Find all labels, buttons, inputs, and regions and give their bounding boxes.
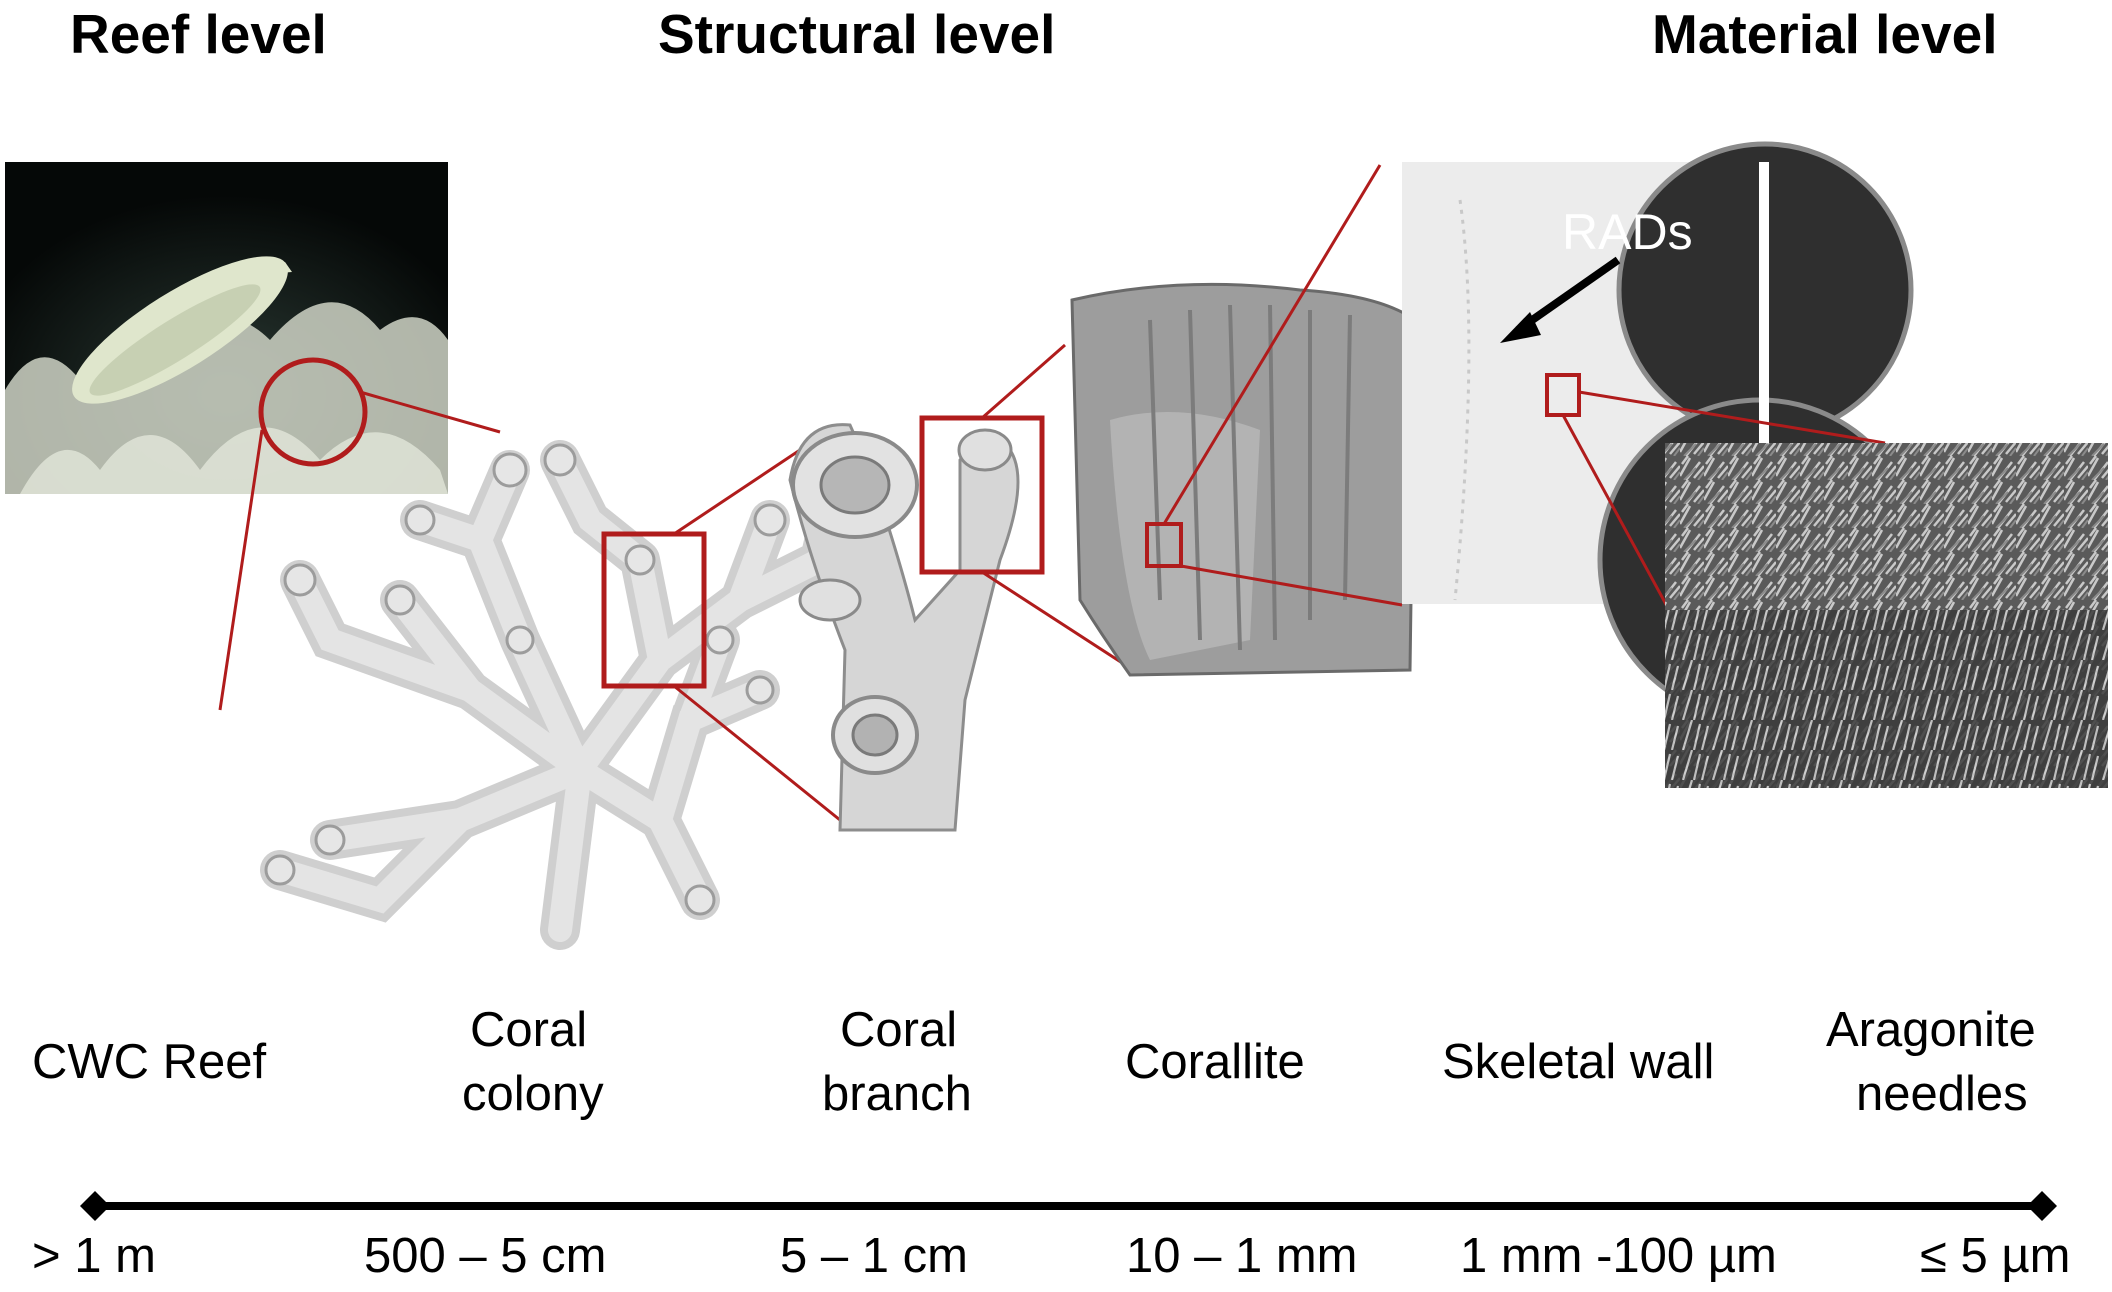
coral-colony-render: [260, 440, 860, 950]
label-aragonite-needles-line2: needles: [1856, 1067, 2028, 1121]
reef-level-heading: Reef level: [70, 3, 327, 65]
scale-branch: 5 – 1 cm: [780, 1229, 968, 1283]
scale-corallite: 10 – 1 mm: [1126, 1229, 1358, 1283]
rads-label: RADs: [1562, 204, 1693, 260]
label-corallite: Corallite: [1125, 1035, 1305, 1089]
reef-photo: [5, 162, 448, 494]
label-cwc-reef: CWC Reef: [32, 1035, 267, 1089]
colony-highlight-box: [601, 531, 707, 689]
reef-highlight-circle: [258, 357, 368, 467]
axis-left-end: [80, 1191, 110, 1221]
material-level-heading: Material level: [1652, 3, 1998, 65]
label-coral-colony-line2: colony: [462, 1067, 604, 1121]
scale-reef: > 1 m: [32, 1229, 156, 1283]
label-coral-branch-line1: Coral: [840, 1003, 958, 1057]
scale-axis: [80, 1191, 2057, 1221]
label-coral-branch-line2: branch: [822, 1067, 972, 1121]
scale-needles: ≤ 5 µm: [1920, 1229, 2071, 1283]
coral-branch-render: [788, 423, 1020, 832]
label-skeletal-wall: Skeletal wall: [1442, 1035, 1715, 1089]
scale-skeletal-wall: 1 mm -100 µm: [1460, 1229, 1777, 1283]
label-coral-colony-line1: Coral: [470, 1003, 588, 1057]
label-aragonite-needles-line1: Aragonite: [1826, 1003, 2036, 1057]
structural-level-heading: Structural level: [658, 3, 1056, 65]
aragonite-needles-sem: [1665, 443, 2108, 788]
axis-right-end: [2027, 1191, 2057, 1221]
rads-arrow: [1515, 256, 1621, 334]
fish-image: [72, 256, 292, 404]
corallite-render: [1070, 282, 1417, 677]
scale-colony: 500 – 5 cm: [364, 1229, 607, 1283]
